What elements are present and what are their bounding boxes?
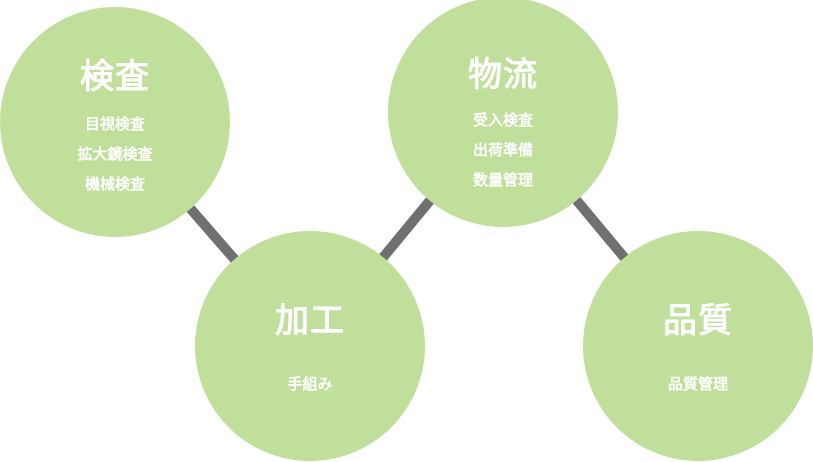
node-item: 目視検査 — [84, 115, 145, 133]
node-title: 物流 — [468, 55, 538, 95]
node-title: 検査 — [80, 57, 150, 97]
node-item: 出荷準備 — [472, 141, 533, 159]
node-item: 手組み — [287, 375, 333, 393]
node-inspection: 検査 目視検査 拡大鏡検査 機械検査 — [0, 7, 230, 237]
node-processing: 加工 手組み — [195, 231, 425, 461]
node-item: 数量管理 — [472, 171, 533, 189]
node-logistics: 物流 受入検査 出荷準備 数量管理 — [388, 0, 618, 227]
node-item: 機械検査 — [84, 175, 145, 193]
node-title: 加工 — [275, 301, 345, 341]
node-title: 品質 — [663, 301, 733, 341]
node-item: 品質管理 — [667, 375, 728, 393]
node-item: 受入検査 — [472, 111, 533, 129]
node-item: 拡大鏡検査 — [77, 145, 153, 163]
node-quality: 品質 品質管理 — [583, 231, 813, 461]
